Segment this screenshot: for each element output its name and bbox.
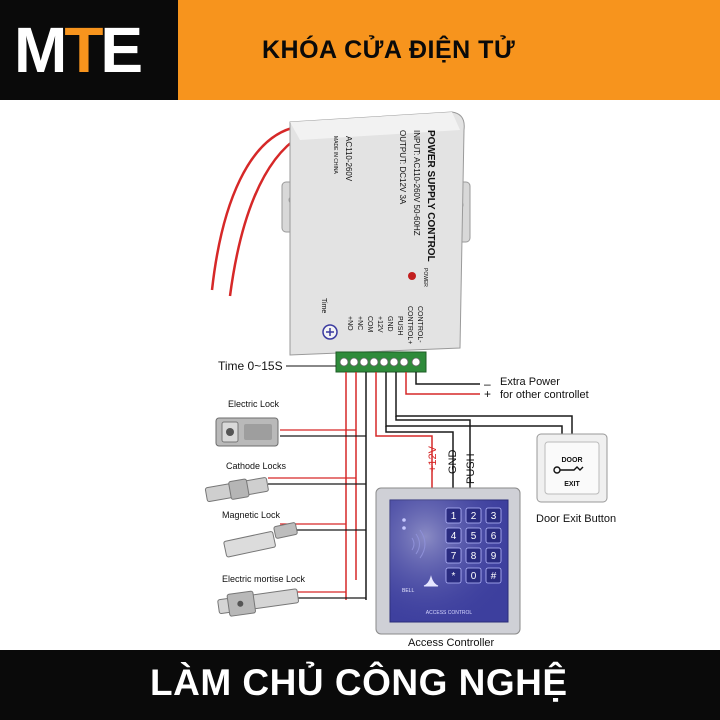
terminal-label-com: COM <box>366 316 373 333</box>
cathode-lock-image <box>204 477 269 502</box>
header-bar: MTE KHÓA CỬA ĐIỆN TỬ <box>0 0 720 100</box>
electric-lock-image <box>215 417 279 447</box>
extra-power-wires <box>405 372 480 395</box>
keypad-key[interactable]: 4 <box>445 527 462 544</box>
rfid-wave-icon <box>411 529 426 559</box>
keypad-key[interactable]: 8 <box>465 547 482 564</box>
keypad-wires <box>375 372 471 488</box>
exit-button-top-text: DOOR <box>562 457 583 464</box>
keypad-key-label: * <box>452 571 456 582</box>
psu-output-spec: OUTPUT: DC12V 3A <box>398 130 407 205</box>
key-icon <box>560 466 584 471</box>
exit-button-wires <box>385 372 573 436</box>
lock-wires <box>268 372 367 600</box>
access-controller-keypad[interactable]: BELL ACCESS CONTROL 1 2 3 4 5 6 7 8 9 * 0 # <box>375 487 521 635</box>
keypad-key-label: # <box>491 571 497 582</box>
mains-wires <box>210 126 301 297</box>
mte-logo: MTE <box>14 14 143 86</box>
terminal-label-gnd: GND <box>386 316 393 332</box>
keypad-brand: ACCESS CONTROL <box>426 610 473 616</box>
keypad-key-label: 9 <box>491 551 497 562</box>
power-supply-unit: POWER SUPPLY CONTROL INPUT: AC110-260V 5… <box>281 111 471 356</box>
mortise-lock-image <box>217 588 299 617</box>
wire-label-12v: +12V <box>427 445 439 472</box>
access-controller-label: Access Controller <box>408 637 495 649</box>
logo-letter-t: T <box>64 14 103 86</box>
psu-ac-label: AC110-260V <box>344 136 353 182</box>
keypad-key-label: 0 <box>471 571 477 582</box>
time-knob-label: Time <box>320 298 327 313</box>
terminal-label-nc: +NC <box>356 316 363 330</box>
keypad-key[interactable]: 5 <box>465 527 482 544</box>
keypad-key[interactable]: # <box>485 567 502 584</box>
keypad-key[interactable]: 3 <box>485 507 502 524</box>
keypad-key[interactable]: 6 <box>485 527 502 544</box>
power-led <box>408 272 416 280</box>
other-controller-label: for other controllet <box>500 389 589 401</box>
door-exit-button-label: Door Exit Button <box>536 513 616 525</box>
logo-letter-m: M <box>14 14 67 86</box>
door-exit-button[interactable]: DOOR EXIT <box>536 433 608 503</box>
magnetic-lock-image <box>223 522 298 558</box>
logo-box: MTE <box>0 0 178 100</box>
terminal-label-no: +NO <box>346 316 353 331</box>
wire-label-gnd: GND <box>447 450 459 475</box>
mortise-lock-label: Electric mortise Lock <box>222 574 306 584</box>
terminal-block <box>335 351 427 373</box>
keypad-key[interactable]: * <box>445 567 462 584</box>
keypad-key[interactable]: 1 <box>445 507 462 524</box>
keypad-key[interactable]: 9 <box>485 547 502 564</box>
bell-icon <box>423 575 439 587</box>
power-led-label: POWER <box>422 268 428 287</box>
keypad-key-label: 1 <box>451 511 457 522</box>
psu-input-spec: INPUT: AC110-260V 50-60HZ <box>412 130 421 236</box>
logo-letter-e: E <box>100 14 143 86</box>
extra-power-label: Extra Power <box>500 376 560 388</box>
extra-power-plus: + <box>484 387 491 401</box>
keypad-key-label: 7 <box>451 551 457 562</box>
time-range-label: Time 0~15S <box>218 359 283 373</box>
magnetic-lock-label: Magnetic Lock <box>222 510 281 520</box>
keypad-key-label: 3 <box>491 511 497 522</box>
keypad-keys[interactable]: 1 2 3 4 5 6 7 8 9 * 0 # <box>445 507 502 584</box>
keypad-key-label: 5 <box>471 531 477 542</box>
keypad-key-label: 2 <box>471 511 477 522</box>
bell-label: BELL <box>402 588 414 594</box>
keypad-key[interactable]: 2 <box>465 507 482 524</box>
footer-slogan: LÀM CHỦ CÔNG NGHỆ <box>150 662 568 703</box>
keypad-key-label: 6 <box>491 531 497 542</box>
keypad-key[interactable]: 7 <box>445 547 462 564</box>
keypad-key-label: 4 <box>451 531 457 542</box>
psu-title: POWER SUPPLY CONTROL <box>425 130 436 262</box>
psu-made-in: MADE IN CHINA <box>332 136 338 174</box>
terminal-label-push: PUSH <box>396 316 403 335</box>
terminal-label-12v: +12V <box>376 316 383 333</box>
wire-label-push: PUSH <box>465 453 477 484</box>
keypad-key[interactable]: 0 <box>465 567 482 584</box>
electric-lock-label: Electric Lock <box>228 399 280 409</box>
wiring-diagram: POWER SUPPLY CONTROL INPUT: AC110-260V 5… <box>204 111 616 649</box>
cathode-lock-label: Cathode Locks <box>226 461 287 471</box>
header-title: KHÓA CỬA ĐIỆN TỬ <box>262 36 516 64</box>
terminal-label-control-minus: CONTROL- <box>416 306 423 343</box>
terminal-label-control-plus: CONTROL+ <box>406 306 413 344</box>
keypad-key-label: 8 <box>471 551 477 562</box>
footer-bar: LÀM CHỦ CÔNG NGHỆ <box>0 650 720 720</box>
exit-button-bottom-text: EXIT <box>564 481 580 488</box>
extra-power-minus: – <box>484 377 491 391</box>
